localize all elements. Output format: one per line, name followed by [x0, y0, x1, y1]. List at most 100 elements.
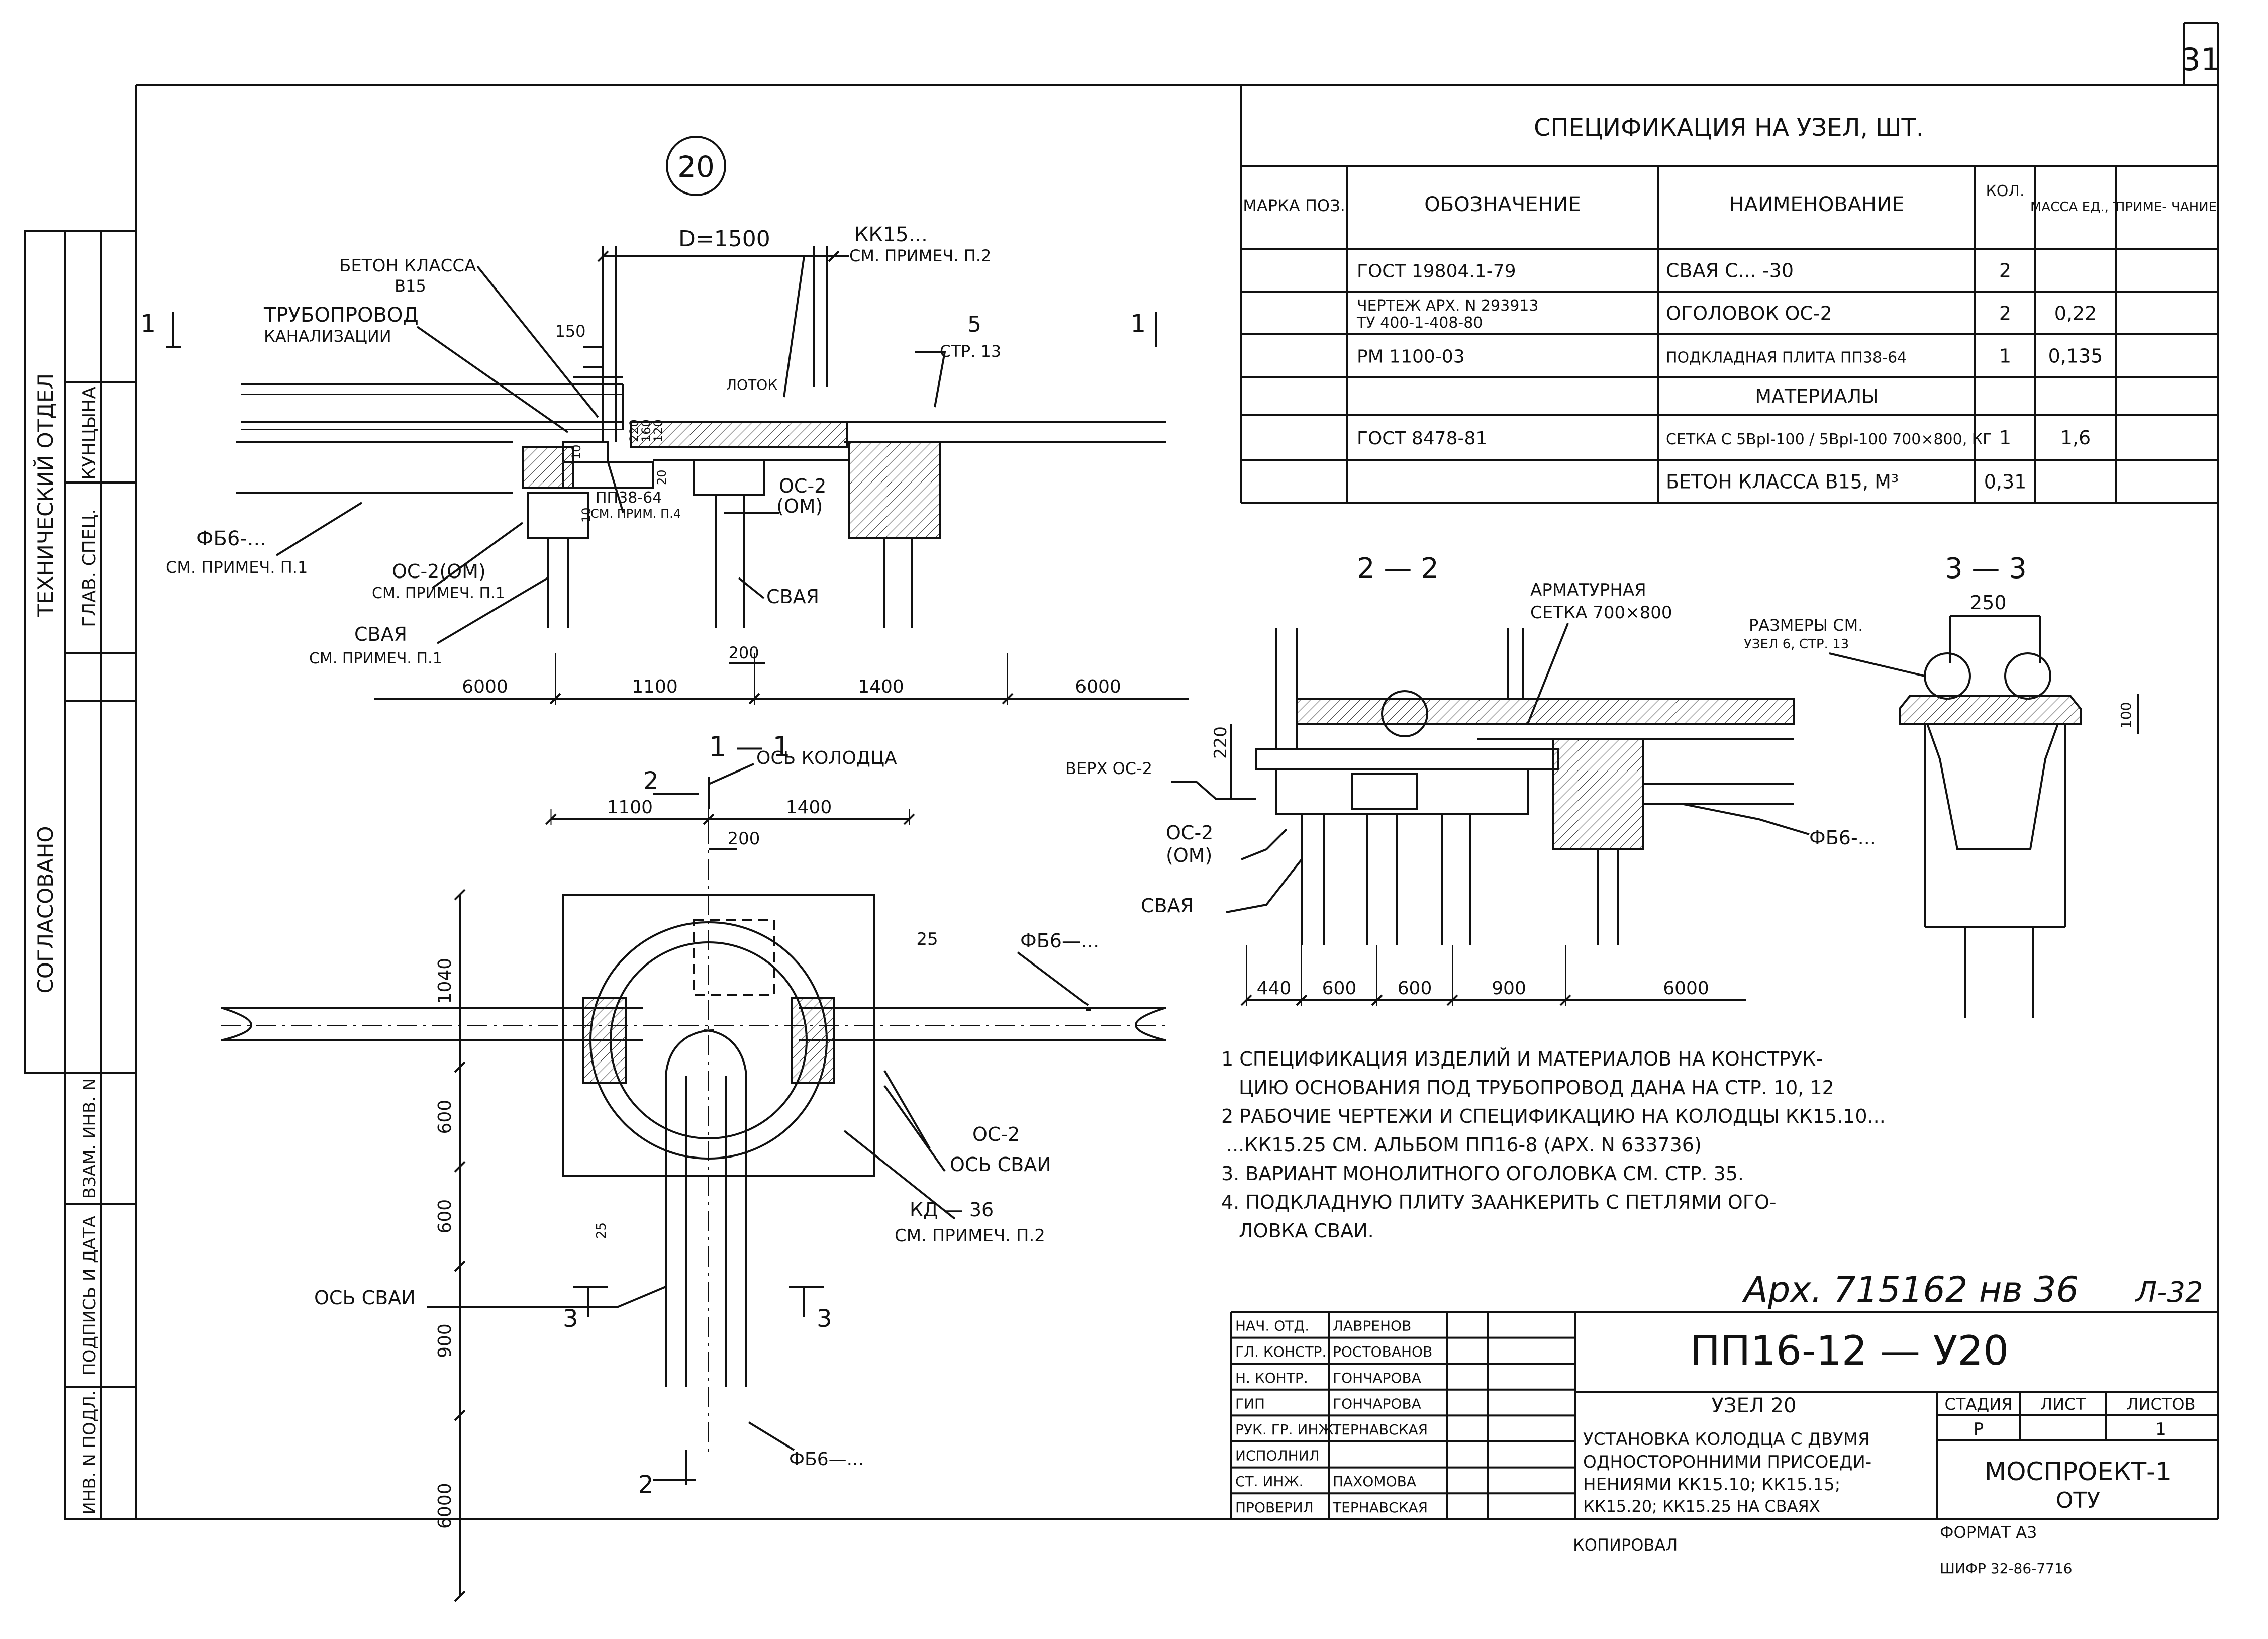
spec-mass: 0,135	[2048, 345, 2103, 367]
format-label: ФОРМАТ А3	[1940, 1523, 2037, 1542]
note-line: ЦИЮ ОСНОВАНИЯ ПОД ТРУБОПРОВОД ДАНА НА СТ…	[1239, 1077, 1834, 1099]
pile-head-right	[848, 441, 941, 539]
section-3-3: 3 — 3 РАЗМЕРЫ СМ. УЗЕЛ 6, СТР. 13 250 10…	[1744, 552, 2139, 1018]
spec-qty: 2	[1999, 303, 2011, 325]
plate-label-1: ПП38-64	[596, 489, 662, 507]
section-1-1-pile-head: ОС-2	[972, 1123, 1020, 1145]
title-role: ПРОВЕРИЛ	[1235, 1499, 1314, 1516]
pile-axis-left: ОСЬ СВАИ	[314, 1287, 416, 1309]
section-1-1-title: 1 — 1	[709, 731, 791, 763]
s22-bottom-label: 600	[1322, 978, 1357, 999]
section-1-1: 1 — 1 ОСЬ КОЛОДЦА 2	[221, 731, 1166, 1499]
cut-mark-3-right: 3	[817, 1305, 832, 1333]
d-label: D=1500	[678, 226, 770, 252]
spec-name: ОГОЛОВОК ОС-2	[1666, 303, 1832, 325]
sheets-header: ЛИСТОВ	[2126, 1395, 2195, 1414]
doc-code: ПП16-12 — У20	[1690, 1327, 2009, 1374]
title-name: РОСТОВАНОВ	[1333, 1343, 1432, 1360]
spec-qty: 2	[1999, 260, 2011, 282]
spec-name: МАТЕРИАЛЫ	[1755, 385, 1878, 408]
spec-name: СЕТКА С 5ВрI-100 / 5ВрI-100 700×800, КГ	[1666, 431, 1992, 448]
dim-200: 200	[728, 643, 759, 662]
desc-4: КК15.20; КК15.25 НА СВАЯХ	[1583, 1497, 1820, 1516]
section-3-3-width: 250	[1970, 592, 2007, 614]
desc-3: НЕНИЯМИ КК15.10; КК15.15;	[1583, 1475, 1840, 1495]
spec-qty: 0,31	[1984, 471, 2027, 493]
title-name: ГОНЧАРОВА	[1333, 1395, 1421, 1412]
ring-label-1: КД — 36	[910, 1199, 994, 1221]
spec-title: СПЕЦИФИКАЦИЯ НА УЗЕЛ, ШТ.	[1534, 114, 1924, 142]
s22-bottom-label: 900	[1492, 978, 1526, 999]
spec-header-mark: МАРКА ПОЗ.	[1243, 196, 1345, 215]
title-name: ГОНЧАРОВА	[1333, 1370, 1421, 1386]
stamp-vzam: ВЗАМ. ИНВ. N	[80, 1078, 100, 1199]
sheets-value: 1	[2155, 1419, 2166, 1439]
node-ref-page: СТР. 13	[940, 342, 1001, 361]
s11-v-label: 6000	[435, 1483, 455, 1529]
size-note-2: УЗЕЛ 6, СТР. 13	[1744, 637, 1849, 652]
archive-number: Арх. 715162 нв 36	[1742, 1269, 2079, 1310]
spec-code: ЧЕРТЕЖ АРХ. N 293913	[1357, 297, 1538, 315]
spec-qty: 1	[1999, 427, 2011, 449]
title-role: ГЛ. КОНСТР.	[1235, 1343, 1326, 1360]
dim-tick	[454, 1590, 466, 1602]
size-note-1: РАЗМЕРЫ СМ.	[1749, 616, 1863, 635]
outer-frame	[23, 5, 2264, 1636]
note-line: ...КК15.25 СМ. АЛЬБОМ ПП16-8 (АРХ. N 633…	[1226, 1134, 1702, 1156]
tray-label: ЛОТОК	[726, 376, 777, 393]
ring-label-2: СМ. ПРИМЕЧ. П.2	[895, 1226, 1045, 1246]
s11-small-dim: 25	[594, 1222, 609, 1239]
mesh-label-2: СЕТКА 700×800	[1530, 603, 1672, 623]
title-name: ТЕРНАВСКАЯ	[1332, 1421, 1428, 1438]
section-mark-right: 1	[1130, 310, 1146, 338]
spec-header-name: НАИМЕНОВАНИЕ	[1729, 193, 1905, 216]
cipher-label: ШИФР 32-86-7716	[1940, 1560, 2073, 1577]
cut-mark-2-top: 2	[643, 767, 659, 795]
pile-label: СВАЯ	[766, 586, 819, 608]
section-3-3-title: 3 — 3	[1945, 552, 2027, 585]
spec-code: РМ 1100-03	[1357, 347, 1465, 367]
plate-label-2: СМ. ПРИМ. П.4	[590, 507, 681, 521]
spec-header-note: ПРИМЕ- ЧАНИЕ	[2115, 200, 2217, 215]
role-kuntsyna: КУНЦЫНА	[79, 387, 100, 480]
detail-mark: 20	[677, 150, 715, 184]
note-line: 4. ПОДКЛАДНУЮ ПЛИТУ ЗААНКЕРИТЬ С ПЕТЛЯМИ…	[1221, 1191, 1777, 1213]
spec-header-qty: КОЛ.	[1986, 182, 2024, 200]
pile-left-1: СВАЯ	[354, 623, 407, 645]
copied-label: КОПИРОВАЛ	[1573, 1535, 1678, 1555]
spec-qty: 1	[1999, 345, 2011, 367]
desc-2: ОДНОСТОРОННИМИ ПРИСОЕДИ-	[1583, 1452, 1871, 1472]
section-2-2-pipe: ФБ6-...	[1809, 827, 1876, 849]
section-2-2-title: 2 — 2	[1357, 552, 1439, 585]
stamp-podpis: ПОДПИСЬ И ДАТА	[80, 1216, 100, 1376]
agreed-label: СОГЛАСОВАНО	[33, 826, 58, 994]
title-role: НАЧ. ОТД.	[1235, 1318, 1309, 1334]
span-label: 1100	[632, 677, 678, 697]
title-role: Н. КОНТР.	[1235, 1370, 1308, 1386]
pile-head-3-3	[1926, 723, 2059, 850]
plan-view: 1 1	[140, 246, 1166, 644]
section-2-2-pile: СВАЯ	[1141, 895, 1194, 917]
s22-bottom-label: 440	[1257, 978, 1292, 999]
title-name: ПАХОМОВА	[1333, 1473, 1416, 1490]
cut-mark-3-left: 3	[563, 1305, 578, 1333]
dim-v-160: 160	[639, 419, 653, 442]
dim-tick	[828, 250, 840, 262]
s11-v-label: 600	[435, 1100, 455, 1134]
stage-header: СТАДИЯ	[1945, 1395, 2013, 1414]
s22-bottom-label: 6000	[1663, 978, 1709, 999]
section-mark-left: 1	[140, 310, 156, 338]
note-line: ЛОВКА СВАИ.	[1239, 1220, 1374, 1242]
dim-150: 150	[555, 322, 585, 341]
sheet-ref: Л-32	[2135, 1276, 2203, 1309]
s11-v-label: 1040	[435, 958, 455, 1004]
spec-name: БЕТОН КЛАССА В15, М³	[1666, 471, 1899, 493]
pipe-ref-1: ФБ6-...	[196, 527, 266, 550]
dim-v-10b: 10	[579, 507, 594, 523]
title-role: ГИП	[1235, 1395, 1265, 1412]
spec-header-code: ОБОЗНАЧЕНИЕ	[1424, 193, 1581, 216]
